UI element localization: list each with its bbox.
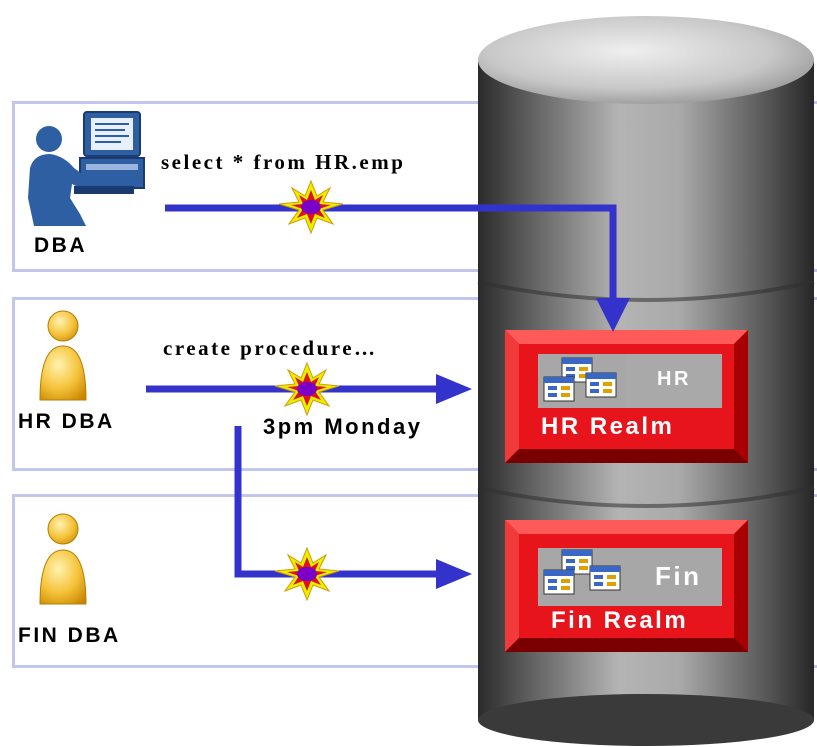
person-icon [39, 310, 87, 401]
starburst-block-icon [274, 546, 340, 602]
dba-label: DBA [34, 234, 87, 257]
fin-realm-label: Fin Realm [551, 607, 689, 634]
starburst-block-icon [278, 179, 344, 235]
hr-realm-box [505, 330, 748, 463]
hr-dba-label: HR DBA [18, 410, 115, 433]
hr-dba-to-fin-arrow [234, 426, 472, 589]
select-command-label: select * from HR.emp [161, 150, 406, 174]
time-label: 3pm Monday [263, 414, 423, 439]
fin-dba-label: FIN DBA [18, 624, 121, 647]
starburst-block-icon [274, 361, 340, 417]
fin-schema-label: Fin [655, 561, 702, 591]
table-icon [543, 549, 621, 595]
table-icon [543, 357, 617, 402]
create-procedure-label: create procedure… [163, 336, 378, 360]
hr-schema-label: HR [657, 368, 691, 390]
hr-realm-label: HR Realm [541, 413, 675, 440]
user-at-computer-icon [28, 111, 145, 226]
person-icon [39, 513, 87, 605]
